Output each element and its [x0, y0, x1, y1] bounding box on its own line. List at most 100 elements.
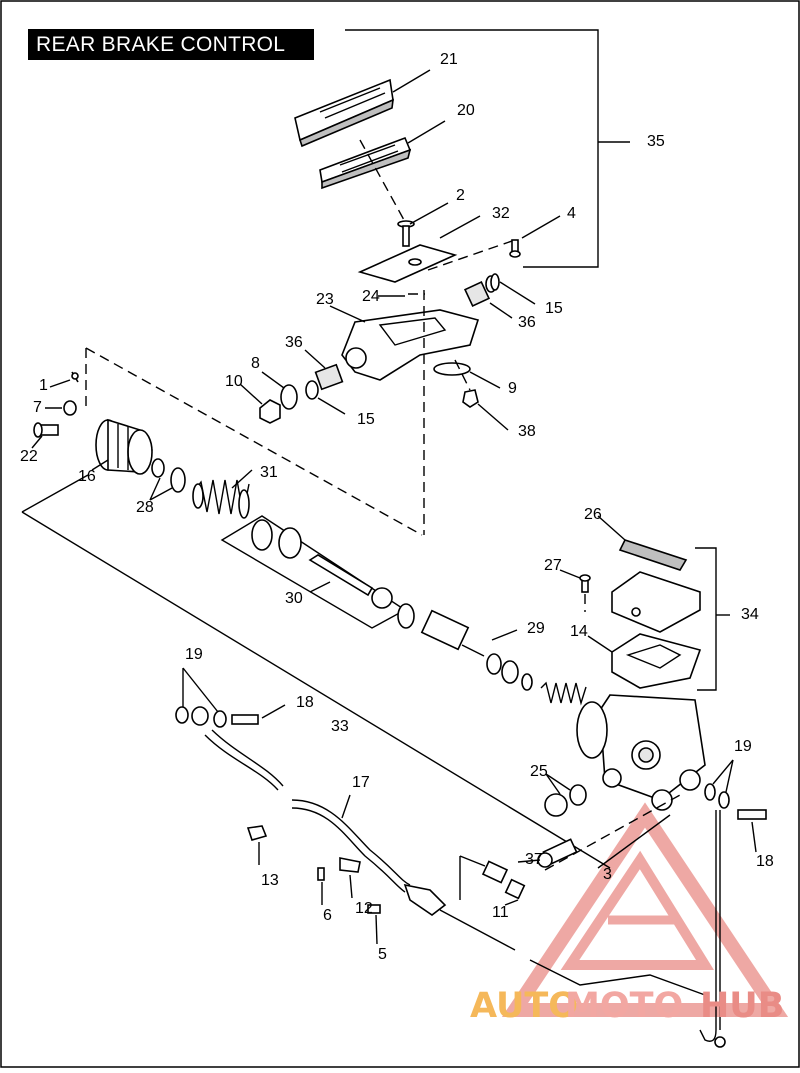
leader-33 — [21, 511, 611, 869]
callout-label-33: 33 — [331, 718, 349, 735]
callout-label-37: 37 — [525, 851, 543, 868]
callout-label-38: 38 — [518, 423, 536, 440]
washer-19-left-a — [175, 706, 189, 724]
callout-label-5: 5 — [378, 946, 387, 963]
bracket-34 — [695, 547, 717, 691]
banjo-bolt-18-right — [737, 809, 767, 820]
callout-label-30: 30 — [285, 590, 303, 607]
bushing-36-right — [463, 275, 497, 308]
watermark-logo — [501, 802, 789, 1017]
callout-label-34: 34 — [741, 606, 759, 623]
nut-10 — [259, 399, 281, 424]
banjo-bolt-18-left — [231, 714, 259, 725]
callout-label-15: 15 — [357, 411, 375, 428]
callout-label-9: 9 — [508, 380, 517, 397]
o-ring-15-left — [305, 380, 319, 400]
watermark-text: AUTO MOTO HUB — [470, 986, 784, 1026]
bracket-35 — [345, 29, 599, 268]
clip-13 — [246, 825, 268, 841]
washer-9 — [433, 362, 471, 376]
callout-label-21: 21 — [440, 51, 458, 68]
callout-label-13: 13 — [261, 872, 279, 889]
callout-label-22: 22 — [20, 448, 38, 465]
callout-label-3: 3 — [603, 866, 612, 883]
callout-label-26: 26 — [584, 506, 602, 523]
page-title: REAR BRAKE CONTROL — [36, 33, 286, 56]
diaphragm-14 — [611, 633, 702, 689]
banjo-fitting-left — [191, 706, 209, 726]
screw-2 — [397, 220, 415, 247]
callout-label-16: 16 — [78, 468, 96, 485]
brake-line-left — [204, 734, 279, 791]
master-cylinder-body — [576, 694, 706, 811]
cup-seal — [397, 603, 415, 629]
plate-32 — [357, 244, 458, 283]
piston-29 — [420, 609, 485, 657]
callout-label-8: 8 — [251, 355, 260, 372]
callout-label-17: 17 — [352, 774, 370, 791]
footpeg-pad-21 — [294, 78, 394, 148]
hose-end-fitting — [403, 883, 447, 916]
reservoir-cover-34 — [611, 571, 701, 633]
callout-label-19: 19 — [185, 646, 203, 663]
callout-label-18: 18 — [756, 853, 774, 870]
screw-4 — [509, 239, 521, 258]
watermark-text-moto: MOTO — [565, 986, 683, 1026]
callout-label-28: 28 — [136, 499, 154, 516]
callout-label-2: 2 — [456, 187, 465, 204]
plug-25 — [544, 793, 568, 817]
bushing-36-left — [314, 363, 344, 391]
clamp-12 — [339, 857, 361, 873]
callout-label-12: 12 — [355, 900, 373, 917]
clevis-pin-22 — [33, 422, 59, 438]
brake-line-right — [699, 810, 717, 1042]
switch-11-outline — [459, 855, 486, 900]
gasket-26 — [618, 539, 688, 571]
callout-label-24: 24 — [362, 288, 380, 305]
brake-hose-17 — [291, 799, 411, 886]
pushrod-30 — [308, 554, 393, 609]
footpeg-insert-20 — [319, 136, 412, 190]
callout-label-29: 29 — [527, 620, 545, 637]
callout-label-11: 11 — [492, 904, 509, 921]
callout-label-32: 32 — [492, 205, 510, 222]
callout-label-20: 20 — [457, 102, 475, 119]
washer — [278, 527, 302, 559]
callout-label-6: 6 — [323, 907, 332, 924]
callout-label-10: 10 — [225, 373, 243, 390]
callout-label-19: 19 — [734, 738, 752, 755]
o-ring-15-right — [490, 273, 500, 291]
brake-pedal-23 — [341, 309, 480, 381]
callout-label-36: 36 — [518, 314, 536, 331]
callout-label-18: 18 — [296, 694, 314, 711]
callout-label-25: 25 — [530, 763, 548, 780]
brake-switch-11 — [481, 860, 526, 900]
spring-31 — [192, 479, 250, 519]
callout-label-4: 4 — [567, 205, 576, 222]
callout-label-14: 14 — [570, 623, 588, 640]
callout-label-35: 35 — [647, 133, 665, 150]
watermark-text-auto: AUTO — [470, 986, 578, 1026]
screw-6 — [317, 867, 325, 881]
pushrod-group-outline — [220, 515, 407, 629]
acorn-nut-38 — [462, 389, 479, 408]
callout-label-27: 27 — [544, 557, 562, 574]
washer-7 — [63, 400, 77, 416]
callout-label-23: 23 — [316, 291, 334, 308]
callout-label-36: 36 — [285, 334, 303, 351]
snap-ring — [251, 519, 273, 551]
screw-5 — [367, 904, 381, 914]
boot-16 — [95, 418, 153, 475]
washer-8 — [280, 384, 298, 410]
fitting-37 — [537, 838, 578, 868]
callout-label-31: 31 — [260, 464, 278, 481]
callout-label-15: 15 — [545, 300, 563, 317]
washer-19-left-b — [213, 710, 227, 728]
washer-19-right-b — [718, 791, 730, 809]
washer-19-right-a — [704, 783, 716, 801]
callout-label-1: 1 — [39, 377, 48, 394]
